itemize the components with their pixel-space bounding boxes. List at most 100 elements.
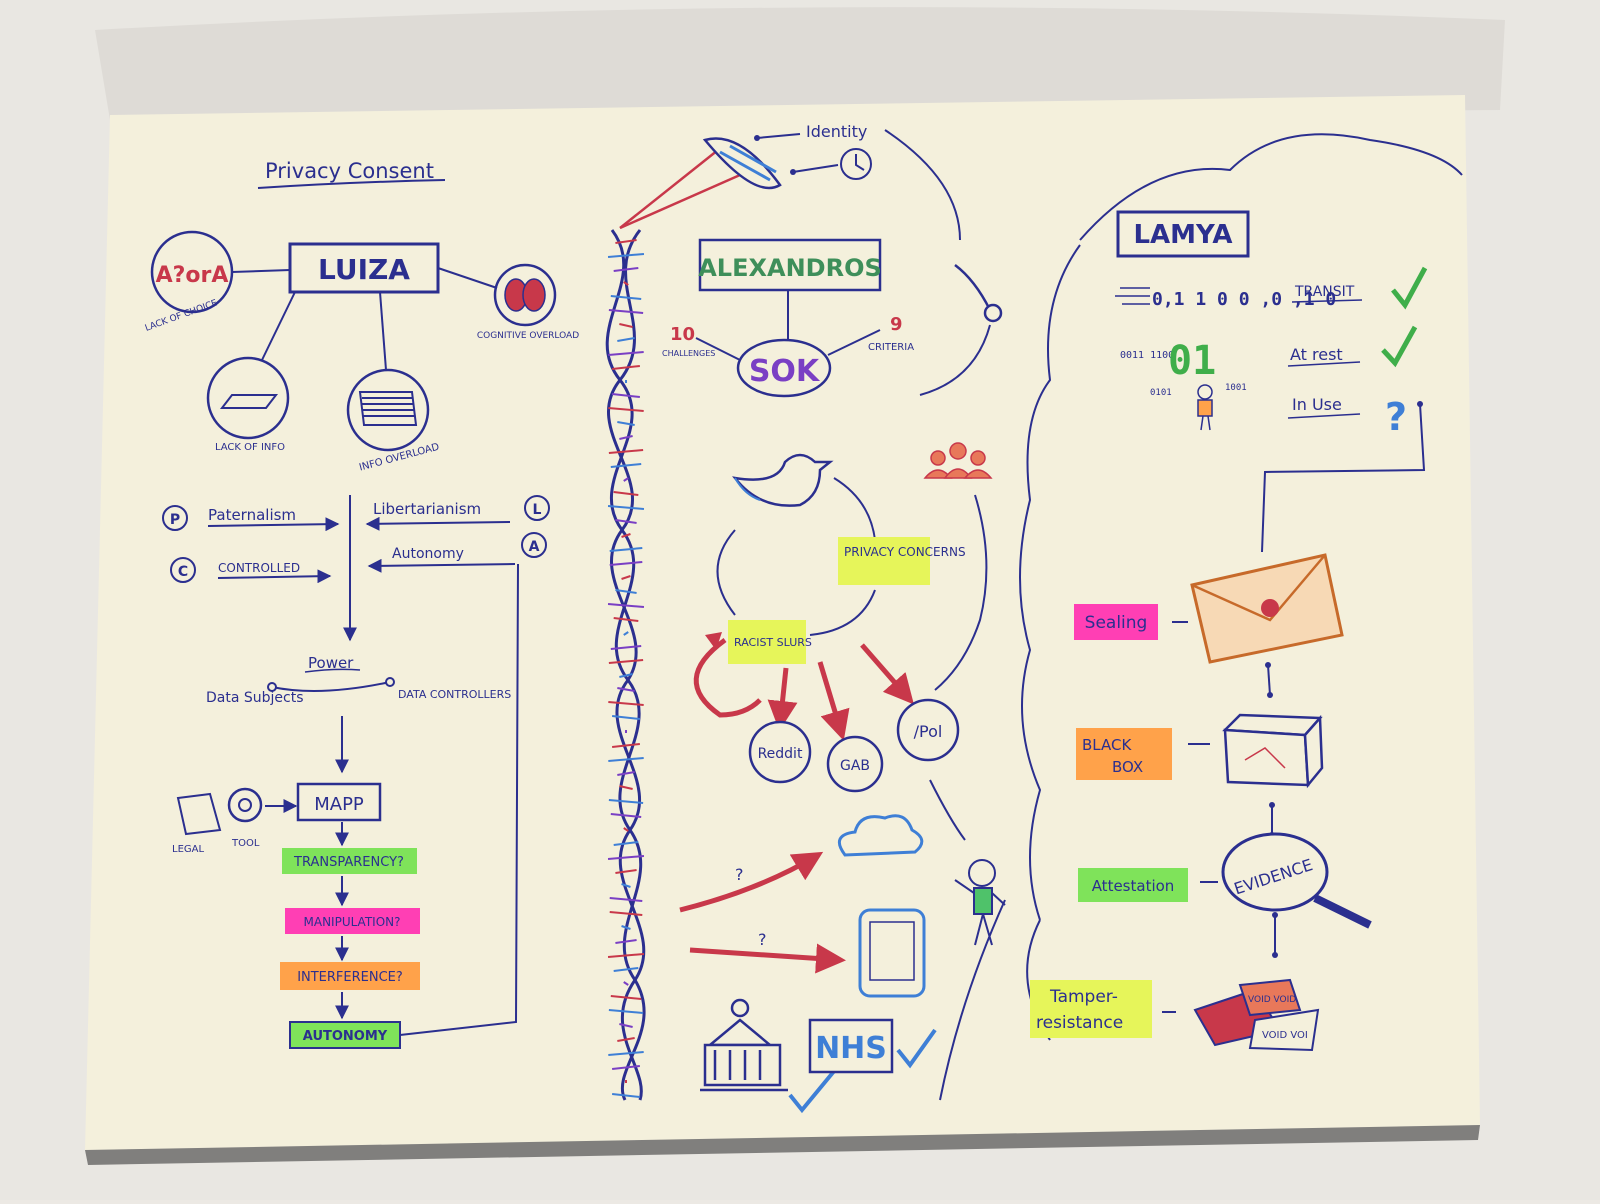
luiza-box: [288, 242, 440, 294]
edge-identity-branch: [884, 129, 961, 241]
cognitive-caption: COGNITIVE OVERLOAD: [477, 331, 579, 341]
step-1-label: MANIPULATION?: [304, 915, 401, 929]
edge-luiza-brain: [437, 267, 498, 289]
arrow-to-phone: [689, 943, 846, 974]
arrow-controlled: [217, 569, 332, 584]
dna-rung: [608, 1051, 644, 1056]
bits-rest-big: 01: [1168, 338, 1216, 384]
arrow-to-cloud: [679, 851, 824, 913]
lamya-name: LAMYA: [1133, 220, 1232, 250]
tamper-label-2: resistance: [1036, 1013, 1123, 1033]
bits-use-left: 0101: [1150, 388, 1172, 398]
paternalism-badge: [162, 505, 188, 531]
wax-seal-icon: [1261, 599, 1279, 617]
void-paper-icon: [1248, 1008, 1320, 1052]
speed-lines: [1115, 287, 1150, 305]
seal-node-b: [1267, 692, 1273, 698]
identity-node: [754, 135, 760, 141]
connector-node: [1417, 401, 1423, 407]
controlled-badge-letter: C: [178, 564, 188, 580]
twitter-bird-icon: [732, 453, 834, 507]
phone-screen: [869, 921, 915, 981]
gab-circle: [826, 735, 884, 793]
dna-rung: [615, 939, 637, 944]
dna-rung: [612, 393, 640, 398]
power-balance-line: [271, 681, 391, 692]
dna-rung: [607, 855, 645, 860]
edge-twitter-racist: [716, 529, 736, 616]
dna-rung: [607, 953, 645, 958]
lack-info-caption: LACK OF INFO: [215, 442, 285, 453]
dna-rung: [610, 645, 642, 650]
black-box-label-2: BOX: [1112, 758, 1143, 776]
criteria-number: 9: [890, 314, 903, 335]
power-label: Power: [308, 654, 354, 672]
bits-rest-small: 0011 1100: [1120, 350, 1174, 361]
mapp-label: MAPP: [314, 794, 364, 815]
satellite-stripes: [719, 144, 777, 182]
dna-rung: [613, 617, 639, 622]
paper-stack-icon: [358, 391, 418, 426]
dna-rung: [607, 253, 645, 258]
autonomy-badge-letter: A: [529, 539, 540, 555]
question-2: ?: [758, 930, 767, 949]
self-loop-arrow: [693, 637, 762, 718]
identity-label: Identity: [806, 122, 867, 141]
dna-rung: [610, 995, 642, 1000]
dna-rung: [623, 281, 629, 286]
left-section: Privacy Consent LUIZA A?orA LACK OF CHOI…: [144, 159, 579, 1049]
step-3-highlight: [289, 1021, 401, 1049]
box-scribble: [1244, 747, 1286, 769]
power-right-node: [385, 677, 395, 687]
brain-right-lobe: [522, 278, 546, 312]
paternalism-label: Paternalism: [208, 506, 296, 524]
dna-rung: [613, 967, 639, 972]
privacy-concerns-label: PRIVACY CONCERNS: [844, 545, 966, 559]
dna-rung: [617, 687, 635, 692]
at-rest-check-icon: [1381, 325, 1418, 368]
people-group-icon: [923, 442, 993, 479]
dna-rung: [621, 883, 631, 888]
wrench-head: [983, 303, 1003, 323]
at-rest-label: At rest: [1290, 345, 1343, 364]
clock-hands: [855, 154, 865, 171]
connector-in-use-seal: [1261, 403, 1426, 553]
user-limbs: [954, 879, 1006, 946]
edge-luiza-overload: [379, 291, 387, 371]
thought-cloud-top: [1079, 133, 1463, 241]
edge-luiza-lackinfo: [261, 291, 296, 361]
dna-rung: [609, 911, 643, 916]
twitter-wing: [734, 477, 761, 501]
empty-page-icon: [219, 394, 279, 409]
satellite-beam-1: [619, 149, 719, 229]
dna-rung: [615, 239, 637, 244]
dna-rung: [613, 267, 639, 272]
edge-clock: [792, 164, 839, 173]
edge-sok-challenges: [695, 337, 741, 361]
racist-slurs-label: RACIST SLURS: [734, 636, 812, 649]
arrow-libertarianism: [365, 516, 511, 531]
arrow-paternalism: [207, 517, 340, 532]
mapp-box: [296, 782, 382, 822]
lack-info-circle: [206, 356, 290, 440]
sealing-highlight: [1074, 604, 1158, 640]
dna-rung: [613, 841, 639, 846]
challenges-number: 10: [670, 324, 695, 345]
pol-circle: [896, 698, 960, 762]
step-0-label: TRANSPARENCY?: [293, 855, 404, 870]
racist-slurs-highlight: [728, 620, 806, 664]
controlled-badge: [170, 557, 196, 583]
page-curl: [95, 7, 1505, 121]
privacy-concerns-highlight: [838, 537, 930, 585]
attestation-label: Attestation: [1092, 877, 1175, 895]
criteria-label: CRITERIA: [868, 342, 914, 353]
clock-node: [790, 169, 796, 175]
dna-rung: [617, 337, 635, 342]
dna-rung: [613, 491, 639, 496]
black-box-highlight: [1076, 728, 1172, 780]
attestation-highlight: [1078, 868, 1188, 902]
dna-rung: [619, 323, 633, 328]
sok-ellipse: [736, 338, 832, 398]
envelope-flap: [1191, 554, 1326, 622]
dna-rung: [621, 533, 631, 538]
